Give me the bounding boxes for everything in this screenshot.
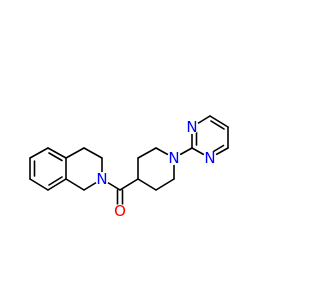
atom-n-pyrimidine-bottom: N [203, 149, 217, 167]
bond [47, 178, 67, 191]
nitrogen-label: N [204, 149, 215, 167]
bond [137, 178, 157, 191]
bond [137, 147, 157, 159]
double-bond-inner [48, 152, 63, 162]
bond [155, 178, 175, 191]
atom-o-carbonyl: O [113, 202, 127, 220]
nitrogen-label: N [96, 170, 107, 188]
bond [47, 147, 67, 159]
double-bond-inner [210, 120, 225, 130]
bond [65, 147, 85, 159]
oxygen-label: O [114, 202, 126, 220]
bond [29, 147, 49, 159]
nitrogen-label: N [168, 149, 179, 167]
double-bond-inner [48, 176, 63, 186]
nitrogen-label: N [186, 118, 197, 136]
benzene-ring [29, 147, 67, 191]
bond [83, 147, 103, 159]
atom-n-piperidine: N [167, 149, 181, 167]
bond [29, 178, 49, 191]
bond [209, 115, 229, 128]
bond [119, 178, 139, 191]
atom-n-isoquinoline: N [95, 170, 109, 188]
molecule-diagram: N O N N N [29, 115, 229, 220]
bond [65, 178, 85, 191]
atom-n-pyrimidine-top: N [185, 118, 199, 136]
structure-canvas: N O N N N [29, 115, 229, 220]
